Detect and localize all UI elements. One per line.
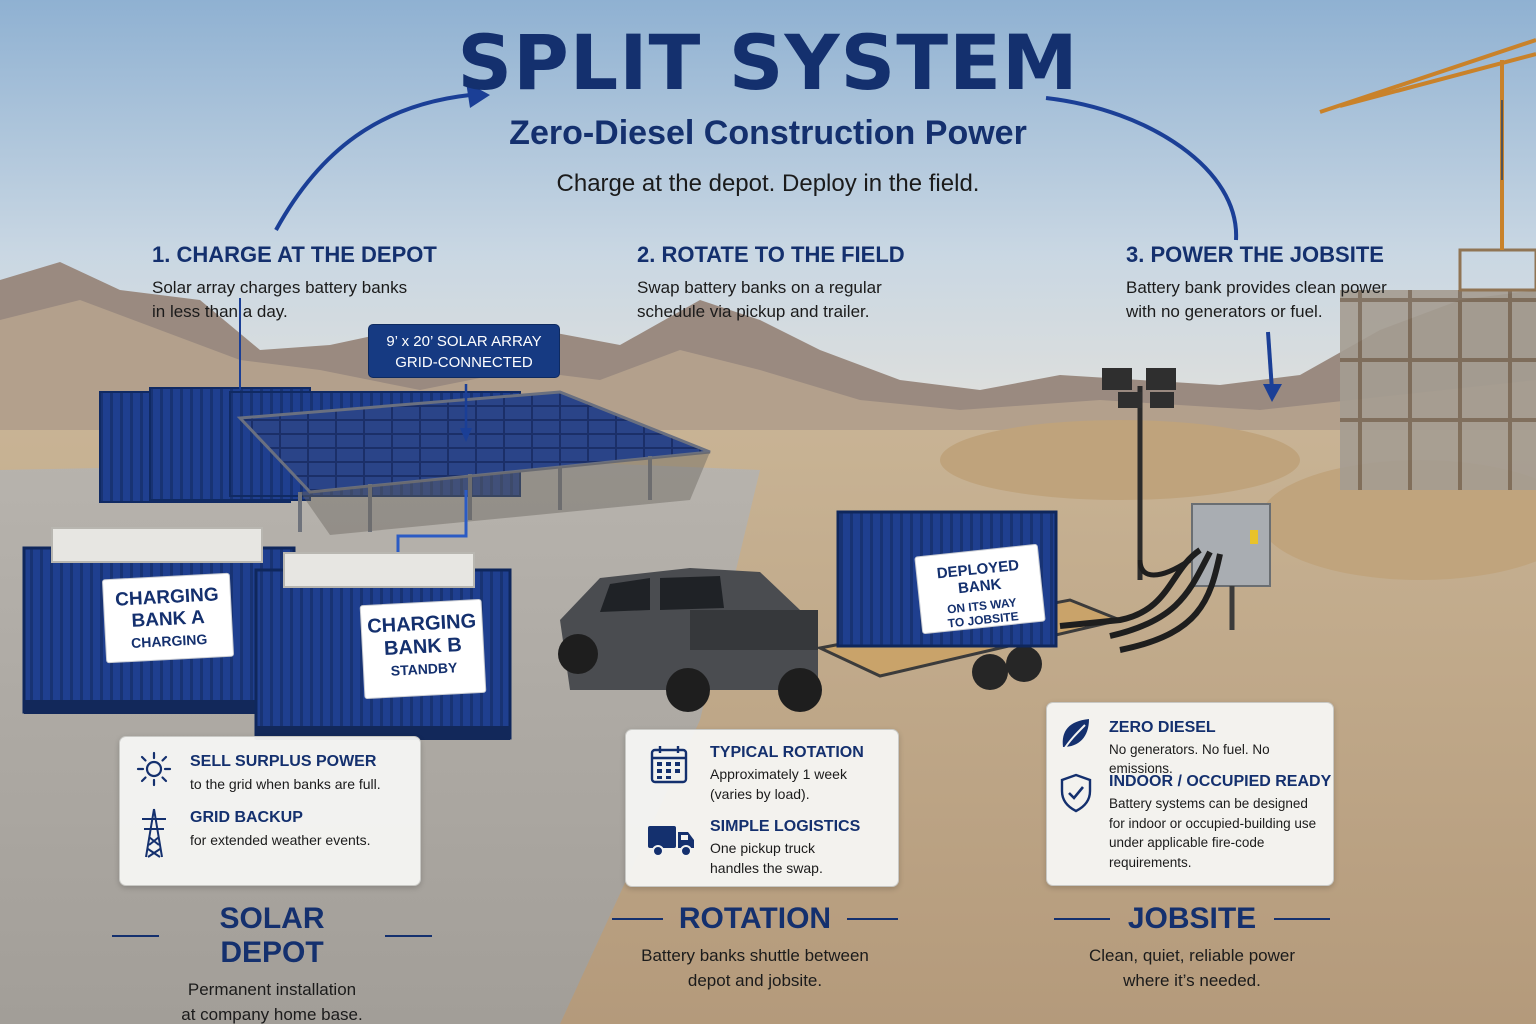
card-line: Approximately 1 week xyxy=(710,766,847,782)
section-line: Permanent installation xyxy=(187,980,357,999)
container-sign-bank-b: CHARGING BANK B STANDBY xyxy=(359,598,487,700)
step-line: schedule via pickup and trailer. xyxy=(637,302,870,322)
section-jobsite: JOBSITE Clean, quiet, reliable power whe… xyxy=(1054,902,1330,993)
container-sign-deployed: DEPLOYED BANK ON ITS WAY TO JOBSITE xyxy=(914,543,1046,635)
section-divider xyxy=(112,935,160,937)
truck-icon xyxy=(648,826,694,857)
card-heading: GRID BACKUP xyxy=(190,809,303,826)
card-text: Battery systems can be designed for indo… xyxy=(1109,794,1331,872)
step-power: 3. POWER THE JOBSITE Battery bank provid… xyxy=(1126,242,1387,324)
section-text: Battery banks shuttle between depot and … xyxy=(612,944,898,993)
card-line: for indoor or occupied-building use xyxy=(1109,815,1317,831)
card-item: SELL SURPLUS POWER to the grid when bank… xyxy=(190,753,381,795)
card-line: One pickup truck xyxy=(710,840,816,856)
section-heading-row: SOLAR DEPOT xyxy=(112,902,432,970)
card-line: (varies by load). xyxy=(710,785,810,802)
section-divider xyxy=(1274,918,1330,920)
card-line: handles the swap. xyxy=(710,859,823,876)
section-divider xyxy=(384,935,432,937)
shield-check-icon xyxy=(1060,773,1092,813)
info-card-depot: SELL SURPLUS POWER to the grid when bank… xyxy=(119,736,421,886)
solar-array xyxy=(236,390,711,535)
card-line: requirements. xyxy=(1109,854,1192,870)
card-heading: ZERO DIESEL xyxy=(1109,719,1216,736)
leaf-icon xyxy=(1062,719,1089,752)
card-line: Battery systems can be designed xyxy=(1109,796,1308,811)
section-divider xyxy=(1054,918,1110,920)
card-item: SIMPLE LOGISTICS One pickup truck handle… xyxy=(710,818,860,878)
page-subtitle: Zero-Diesel Construction Power xyxy=(509,114,1027,152)
section-divider xyxy=(612,918,663,920)
section-line: Clean, quiet, reliable power xyxy=(1088,946,1295,965)
card-line: under applicable fire-code xyxy=(1109,835,1265,851)
info-card-jobsite: ZERO DIESEL No generators. No fuel. No e… xyxy=(1046,702,1334,886)
step-text: Battery bank provides clean power with n… xyxy=(1126,276,1387,324)
card-text: One pickup truck handles the swap. xyxy=(710,839,860,878)
pickup-truck xyxy=(558,568,822,712)
section-line: where it’s needed. xyxy=(1123,970,1261,990)
building-frame xyxy=(1340,248,1536,490)
section-rotation: ROTATION Battery banks shuttle between d… xyxy=(612,902,898,993)
info-card-rotation: TYPICAL ROTATION Approximately 1 week (v… xyxy=(625,729,899,887)
electrical-panel xyxy=(1059,503,1271,653)
step-heading: 2. ROTATE TO THE FIELD xyxy=(637,242,905,267)
transmission-tower-icon xyxy=(142,808,166,858)
step-rotate: 2. ROTATE TO THE FIELD Swap battery bank… xyxy=(637,242,905,324)
card-item: TYPICAL ROTATION Approximately 1 week (v… xyxy=(710,744,864,804)
step-line: Swap battery banks on a regular xyxy=(637,278,882,297)
card-heading: INDOOR / OCCUPIED READY xyxy=(1109,773,1332,790)
step-text: Swap battery banks on a regular schedule… xyxy=(637,276,905,324)
page-tagline: Charge at the depot. Deploy in the field… xyxy=(556,170,980,197)
step-line: in less than a day. xyxy=(152,302,288,322)
section-title: JOBSITE xyxy=(1127,902,1257,935)
section-line: at company home base. xyxy=(181,1004,363,1024)
calendar-icon xyxy=(650,746,688,784)
card-text: Approximately 1 week (varies by load). xyxy=(710,765,864,804)
light-tower xyxy=(1102,368,1176,580)
section-line: depot and jobsite. xyxy=(687,970,823,990)
section-text: Permanent installation at company home b… xyxy=(112,978,432,1024)
solar-label-line: 9’ x 20’ SOLAR ARRAY xyxy=(386,333,542,350)
card-heading: SELL SURPLUS POWER xyxy=(190,753,377,770)
flow-arrows xyxy=(239,93,1274,432)
step-text: Solar array charges battery banks in les… xyxy=(152,276,437,324)
sun-icon xyxy=(136,751,172,787)
step-charge: 1. CHARGE AT THE DEPOT Solar array charg… xyxy=(152,242,437,324)
section-solar-depot: SOLAR DEPOT Permanent installation at co… xyxy=(112,902,432,1024)
step-heading: 1. CHARGE AT THE DEPOT xyxy=(152,242,437,267)
container-sign-bank-a: CHARGING BANK A CHARGING xyxy=(101,572,235,664)
card-heading: SIMPLE LOGISTICS xyxy=(710,818,861,835)
card-item: INDOOR / OCCUPIED READY Battery systems … xyxy=(1109,773,1331,872)
card-heading: TYPICAL ROTATION xyxy=(710,744,864,761)
card-text: No generators. No fuel. No emissions. xyxy=(1109,742,1270,776)
step-line: Battery bank provides clean power xyxy=(1126,278,1387,297)
step-line: with no generators or fuel. xyxy=(1126,302,1323,322)
page-title: SPLIT SYSTEM xyxy=(457,18,1079,107)
section-line: Battery banks shuttle between xyxy=(641,946,869,965)
solar-label-line: GRID-CONNECTED xyxy=(395,354,533,371)
section-title: ROTATION xyxy=(678,902,832,935)
card-text: to the grid when banks are full. xyxy=(190,776,381,792)
section-divider xyxy=(847,918,898,920)
section-title: SOLAR DEPOT xyxy=(219,902,325,969)
section-text: Clean, quiet, reliable power where it’s … xyxy=(1054,944,1330,993)
card-text: for extended weather events. xyxy=(190,832,371,848)
section-heading-row: ROTATION xyxy=(612,902,898,936)
crane xyxy=(1319,38,1536,250)
step-line: Solar array charges battery banks xyxy=(152,278,408,297)
section-heading-row: JOBSITE xyxy=(1054,902,1330,936)
solar-array-label: 9’ x 20’ SOLAR ARRAY GRID-CONNECTED xyxy=(368,324,560,378)
step-heading: 3. POWER THE JOBSITE xyxy=(1126,242,1384,267)
card-item: GRID BACKUP for extended weather events. xyxy=(190,809,371,851)
card-item: ZERO DIESEL No generators. No fuel. No e… xyxy=(1109,719,1333,779)
